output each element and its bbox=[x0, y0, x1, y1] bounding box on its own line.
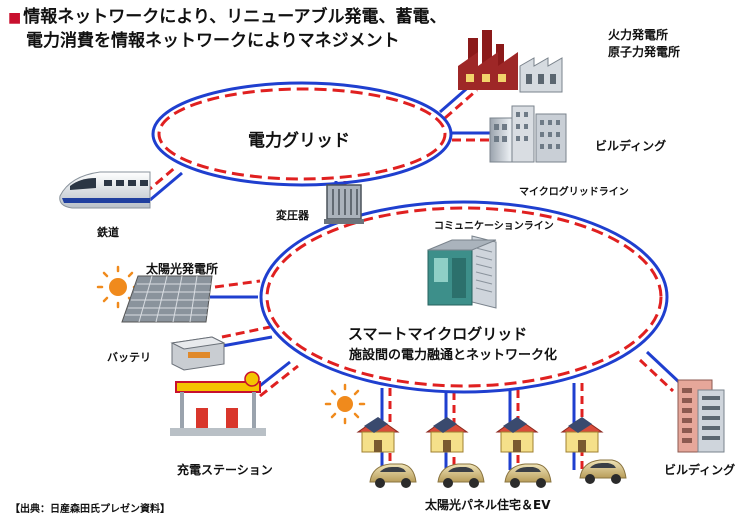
power-grid-ring bbox=[151, 81, 453, 187]
transformer-label: 変圧器 bbox=[276, 209, 309, 222]
smart-microgrid-sub-label: 施設間の電力融通とネットワーク化 bbox=[349, 348, 558, 363]
house-icon bbox=[356, 417, 400, 453]
smart-microgrid-label: スマートマイクログリッド bbox=[348, 325, 528, 343]
house-icon bbox=[495, 417, 539, 453]
diagram-heading: ■情報ネットワークにより、リニューアブル発電、蓄電、 電力消費を情報ネットワーク… bbox=[8, 6, 568, 53]
building-icon bbox=[677, 379, 725, 453]
battery-icon bbox=[170, 336, 226, 371]
power-plant-label-2: 原子力発電所 bbox=[608, 45, 681, 59]
gas-station-icon bbox=[170, 371, 266, 436]
sun-icon bbox=[324, 383, 366, 425]
server-rack-icon bbox=[427, 235, 497, 309]
communication-line-label: コミュニケーションライン bbox=[434, 221, 554, 232]
electric-car-icon bbox=[437, 463, 485, 488]
electric-car-icon bbox=[579, 459, 627, 484]
heading-line-1: ■情報ネットワークにより、リニューアブル発電、蓄電、 bbox=[8, 6, 568, 30]
microgrid-ring bbox=[259, 200, 669, 394]
microgrid-line-label: マイクログリッドライン bbox=[519, 187, 629, 198]
heading-bullet: ■ bbox=[8, 10, 22, 26]
solar-plant-label: 太陽光発電所 bbox=[146, 262, 219, 276]
electric-car-icon bbox=[504, 463, 552, 488]
building-icon bbox=[489, 105, 567, 163]
charging-station-label: 充電ステーション bbox=[177, 463, 273, 477]
building-label-bottom: ビルディング bbox=[664, 463, 736, 477]
train-icon bbox=[59, 171, 151, 209]
sun-icon bbox=[96, 265, 140, 309]
transformer-icon bbox=[324, 184, 364, 224]
battery-label: バッテリ bbox=[107, 351, 151, 364]
electric-car-icon bbox=[369, 463, 417, 488]
factory-icon bbox=[458, 30, 563, 93]
building-label-top: ビルディング bbox=[595, 139, 667, 153]
solar-houses-label: 太陽光パネル住宅＆EV bbox=[425, 498, 551, 512]
house-icon bbox=[425, 417, 469, 453]
grid-label: 電力グリッド bbox=[248, 131, 350, 151]
house-icon bbox=[560, 417, 604, 453]
source-citation: 【出典：日産森田氏プレゼン資料】 bbox=[10, 504, 170, 515]
heading-text-1: 情報ネットワークにより、リニューアブル発電、蓄電、 bbox=[23, 7, 447, 27]
heading-line-2: 電力消費を情報ネットワークによりマネジメント bbox=[26, 31, 400, 51]
solar-panel-icon bbox=[121, 275, 213, 323]
power-plant-label-1: 火力発電所 bbox=[608, 28, 669, 42]
railway-label: 鉄道 bbox=[97, 226, 119, 239]
